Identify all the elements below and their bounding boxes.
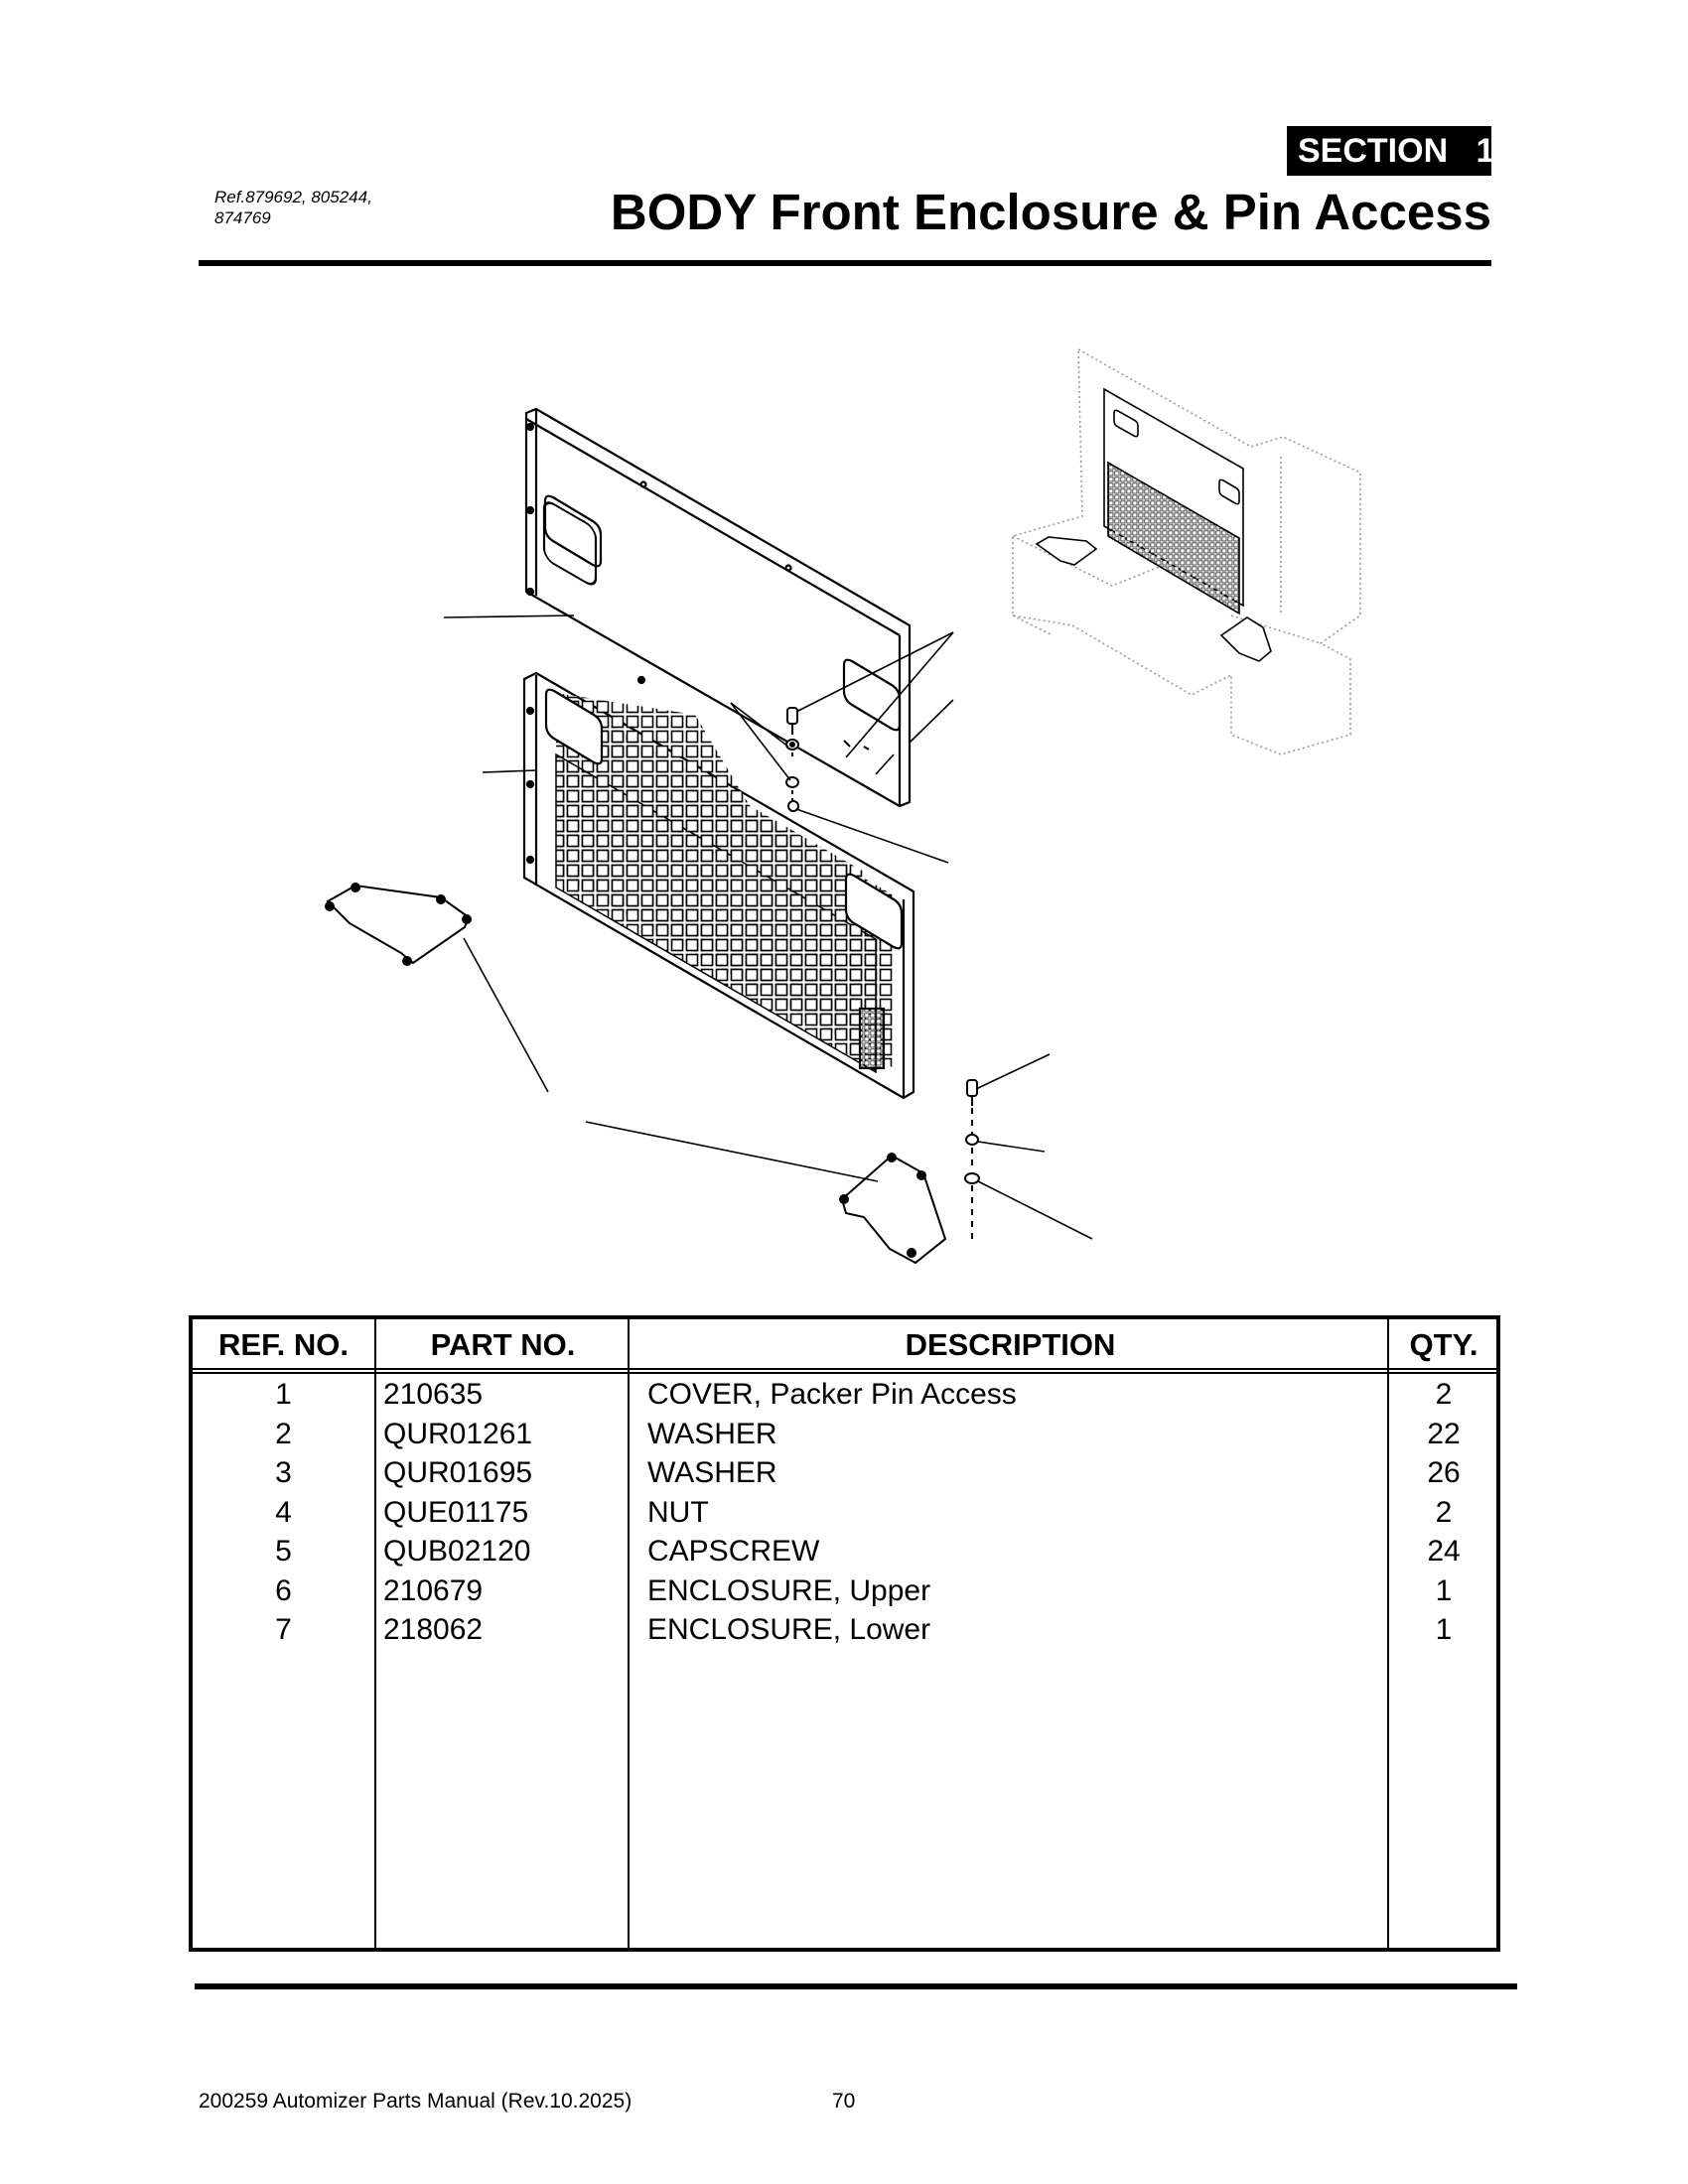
- table-row: 7 218062 ENCLOSURE, Lower 1: [193, 1610, 1496, 1650]
- description-cell: COVER, Packer Pin Access: [647, 1378, 1017, 1411]
- footer-divider: [195, 1983, 1517, 1989]
- column-header-part-no: PART NO.: [430, 1327, 576, 1362]
- table-row: 6 210679 ENCLOSURE, Upper 1: [193, 1571, 1496, 1611]
- description-cell: ENCLOSURE, Upper: [647, 1573, 931, 1607]
- description-cell: ENCLOSURE, Lower: [647, 1613, 931, 1646]
- column-header-description: DESCRIPTION: [905, 1327, 1116, 1362]
- leader-lines: [443, 614, 1093, 1240]
- reference-numbers: Ref.879692, 805244, 874769: [214, 187, 473, 228]
- access-cover-plate-left-icon: [325, 883, 472, 966]
- qty-cell: 22: [1427, 1417, 1461, 1450]
- ref-no-cell: 6: [275, 1573, 292, 1607]
- qty-cell: 24: [1427, 1535, 1461, 1568]
- parts-table-header: REF. NO. PART NO. DESCRIPTION QTY.: [193, 1319, 1496, 1374]
- ref-no-cell: 5: [275, 1535, 292, 1568]
- lower-enclosure-grille-panel-icon: [522, 671, 915, 1100]
- table-row: 2 QUR01261 WASHER 22: [193, 1415, 1496, 1454]
- access-cover-plate-right-icon: [839, 1153, 947, 1265]
- table-row: 3 QUR01695 WASHER 26: [193, 1453, 1496, 1493]
- upper-enclosure-panel-icon: [524, 407, 912, 808]
- part-no-cell: QUE01175: [383, 1495, 529, 1529]
- page-title: BODY Front Enclosure & Pin Access: [610, 184, 1491, 240]
- table-row: 1 210635 COVER, Packer Pin Access 2: [193, 1375, 1496, 1415]
- header-divider: [199, 260, 1491, 266]
- fastener-stack-lower-icon: [964, 1079, 980, 1241]
- description-cell: WASHER: [647, 1417, 777, 1450]
- qty-cell: 1: [1435, 1573, 1453, 1607]
- column-header-qty: QTY.: [1409, 1327, 1478, 1362]
- table-row: 5 QUB02120 CAPSCREW 24: [193, 1532, 1496, 1571]
- column-header-ref-no: REF. NO.: [218, 1327, 349, 1362]
- column-divider: [1387, 1319, 1389, 1948]
- parts-table-body: 1 210635 COVER, Packer Pin Access 2 2 QU…: [193, 1375, 1496, 1650]
- part-no-cell: 218062: [383, 1613, 484, 1646]
- manual-footer: 200259 Automizer Parts Manual (Rev.10.20…: [199, 2090, 633, 2113]
- table-row: 4 QUE01175 NUT 2: [193, 1493, 1496, 1533]
- ref-no-cell: 3: [275, 1456, 292, 1489]
- ref-no-cell: 7: [275, 1613, 292, 1646]
- part-no-cell: QUR01261: [383, 1417, 533, 1450]
- location-inset-panels-icon: [1035, 387, 1272, 662]
- page-number: 70: [832, 2090, 856, 2113]
- ref-no-cell: 1: [275, 1378, 292, 1411]
- reference-line-1: Ref.879692, 805244,: [214, 188, 372, 206]
- exploded-parts-diagram: [325, 347, 1361, 1265]
- description-cell: CAPSCREW: [647, 1535, 820, 1568]
- part-no-cell: 210635: [383, 1378, 484, 1411]
- qty-cell: 2: [1435, 1495, 1453, 1529]
- ref-no-cell: 4: [275, 1495, 292, 1529]
- qty-cell: 2: [1435, 1378, 1453, 1411]
- qty-cell: 26: [1427, 1456, 1461, 1489]
- description-cell: WASHER: [647, 1456, 777, 1489]
- parts-table: REF. NO. PART NO. DESCRIPTION QTY. 1 210…: [189, 1315, 1500, 1952]
- column-divider: [374, 1319, 376, 1948]
- qty-cell: 1: [1435, 1613, 1453, 1646]
- reference-line-2: 874769: [214, 208, 271, 227]
- ref-no-cell: 2: [275, 1417, 292, 1450]
- section-badge: SECTION 1: [1287, 126, 1494, 176]
- part-no-cell: QUR01695: [383, 1456, 533, 1489]
- description-cell: NUT: [647, 1495, 709, 1529]
- part-no-cell: 210679: [383, 1573, 484, 1607]
- column-divider: [628, 1319, 630, 1948]
- part-no-cell: QUB02120: [383, 1535, 531, 1568]
